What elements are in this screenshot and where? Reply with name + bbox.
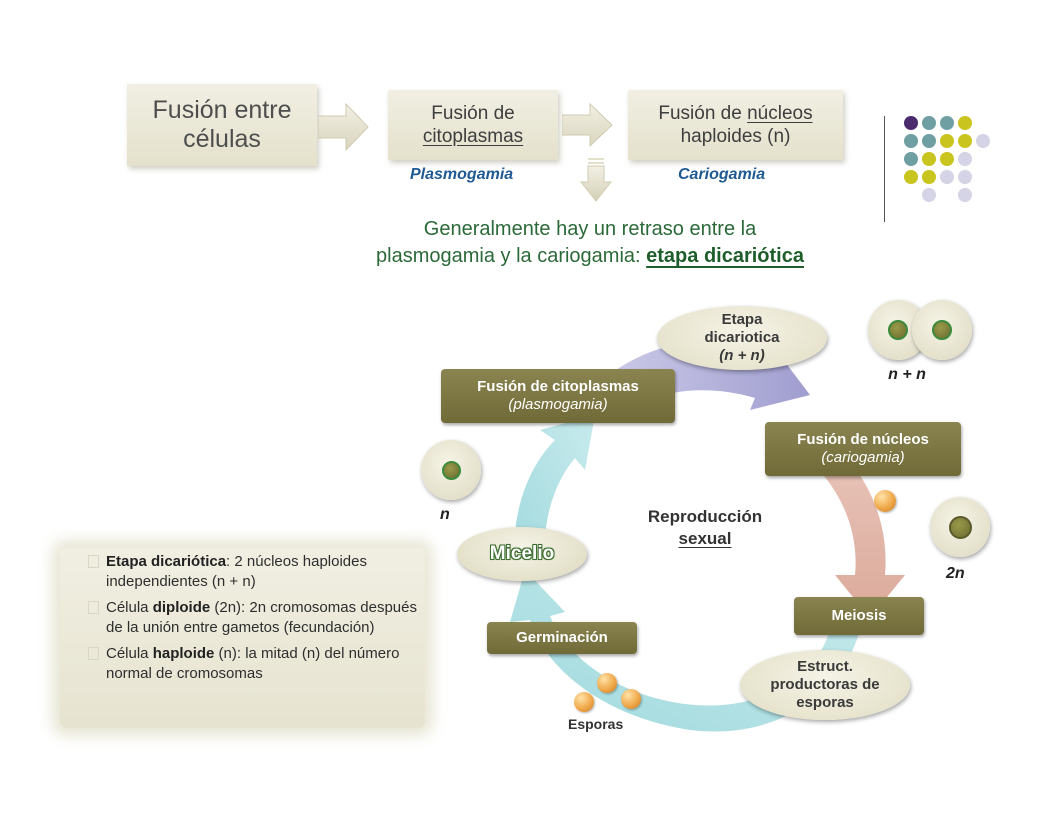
dot-teal bbox=[940, 116, 954, 130]
vertical-divider bbox=[884, 116, 885, 222]
box-fusion-celulas-text: Fusión entre células bbox=[152, 96, 292, 153]
etapa-line1: Etapa bbox=[721, 311, 763, 328]
legend-item1-bold: Etapa dicariótica bbox=[106, 553, 227, 570]
dot-teal bbox=[922, 116, 936, 130]
estruct-line3: esporas bbox=[796, 694, 854, 711]
dot-yellow bbox=[922, 170, 936, 184]
legend-item2-rest: (2n): 2n cromosomas después de la unión … bbox=[106, 599, 417, 636]
nucleus-icon bbox=[888, 320, 908, 340]
oval-etapa-dicariotica: Etapa dicariotica (n + n) bbox=[657, 306, 827, 370]
reproduccion-sexual: Reproducción sexual bbox=[620, 506, 790, 550]
pill-meiosis: Meiosis bbox=[794, 597, 924, 635]
oval-micelio: Micelio bbox=[457, 527, 587, 581]
legend-item2-pre: Célula bbox=[106, 599, 153, 616]
label-n: n bbox=[440, 506, 450, 523]
dot-lavender bbox=[958, 188, 972, 202]
legend-box: Etapa dicariótica: 2 núcleos haploides i… bbox=[60, 548, 425, 728]
delay-line2: plasmogamia y la cariogamia: bbox=[376, 245, 647, 267]
legend-item-dicariotica: Etapa dicariótica: 2 núcleos haploides i… bbox=[88, 552, 425, 592]
cell-haploid-icon bbox=[421, 440, 481, 500]
dot-lavender bbox=[940, 170, 954, 184]
box2-line2: citoplasmas bbox=[422, 126, 524, 147]
etapa-line3: (n + n) bbox=[719, 347, 765, 364]
box-fusion-citoplasmas: Fusión de citoplasmas bbox=[388, 90, 558, 160]
estruct-line1: Estruct. bbox=[797, 658, 853, 675]
estruct-line2: productoras de bbox=[770, 676, 880, 693]
fusion-cito-line2: (plasmogamia) bbox=[508, 396, 608, 413]
pill-fusion-citoplasmas: Fusión de citoplasmas (plasmogamia) bbox=[441, 369, 675, 423]
dot-lavender bbox=[922, 188, 936, 202]
box3-line1a: Fusión de bbox=[658, 103, 748, 124]
cell-right-icon bbox=[912, 300, 972, 360]
dot-yellow bbox=[958, 116, 972, 130]
nucleus-icon bbox=[442, 461, 461, 480]
dot-yellow bbox=[940, 152, 954, 166]
label-cariogamia: Cariogamia bbox=[678, 166, 766, 183]
etapa-line2: dicariotica bbox=[704, 329, 780, 346]
label-plasmogamia: Plasmogamia bbox=[410, 166, 514, 183]
arrow-down-icon bbox=[580, 158, 612, 202]
oval-estruct-esporas: Estruct. productoras de esporas bbox=[740, 650, 910, 720]
pill-fusion-nucleos: Fusión de núcleos (cariogamia) bbox=[765, 422, 961, 476]
dot-teal bbox=[922, 134, 936, 148]
meiosis-label: Meiosis bbox=[831, 607, 887, 624]
germinacion-label: Germinación bbox=[516, 629, 608, 646]
legend-item1-rest: : 2 núcleos haploides independientes (n … bbox=[106, 553, 367, 590]
repro-line1: Reproducción bbox=[647, 507, 763, 526]
nucleus-icon bbox=[932, 320, 952, 340]
dot-yellow bbox=[958, 134, 972, 148]
spore-icon bbox=[597, 673, 617, 693]
box-fusion-celulas: Fusión entre células bbox=[127, 84, 317, 166]
legend-item-haploide: Célula haploide (n): la mitad (n) del nú… bbox=[88, 644, 425, 684]
box3-line1b: núcleos bbox=[747, 103, 813, 124]
dot-purple bbox=[904, 116, 918, 130]
legend-item3-bold: haploide bbox=[152, 645, 215, 662]
delay-highlight: etapa dicariótica bbox=[646, 245, 804, 267]
bullet-icon bbox=[88, 601, 99, 614]
dot-teal bbox=[904, 134, 918, 148]
spore-icon bbox=[574, 692, 594, 712]
box-fusion-nucleos: Fusión de núcleos haploides (n) bbox=[628, 90, 843, 160]
pill-germinacion: Germinación bbox=[487, 622, 637, 654]
bullet-icon bbox=[88, 555, 99, 568]
legend-item-diploide: Célula diploide (2n): 2n cromosomas desp… bbox=[88, 598, 425, 638]
repro-line2: sexual bbox=[678, 529, 732, 548]
dot-yellow bbox=[940, 134, 954, 148]
dot-lavender bbox=[958, 170, 972, 184]
box2-line1: Fusión de bbox=[431, 103, 515, 124]
delay-line1: Generalmente hay un retraso entre la bbox=[423, 218, 757, 240]
micelio-label: Micelio bbox=[489, 543, 555, 564]
dot-lavender bbox=[976, 134, 990, 148]
legend-item2-bold: diploide bbox=[152, 599, 211, 616]
nucleus-icon bbox=[949, 516, 972, 539]
dot-yellow bbox=[904, 170, 918, 184]
box3-line2: haploides (n) bbox=[680, 126, 791, 147]
spore-icon bbox=[874, 490, 896, 512]
dot-lavender bbox=[958, 152, 972, 166]
label-2n: 2n bbox=[946, 565, 965, 582]
fusion-cito-line1: Fusión de citoplasmas bbox=[477, 378, 639, 395]
fusion-nuc-line1: Fusión de núcleos bbox=[797, 431, 929, 448]
dot-teal bbox=[904, 152, 918, 166]
label-esporas: Esporas bbox=[568, 716, 624, 732]
cell-diploid-icon bbox=[930, 497, 990, 557]
spore-icon bbox=[621, 689, 641, 709]
legend-item3-rest: (n): la mitad (n) del número normal de c… bbox=[106, 645, 400, 682]
legend-item3-pre: Célula bbox=[106, 645, 153, 662]
bullet-icon bbox=[88, 647, 99, 660]
delay-text: Generalmente hay un retraso entre la pla… bbox=[300, 216, 880, 270]
label-n-plus-n: n + n bbox=[888, 366, 926, 383]
arrow-right-icon bbox=[318, 102, 369, 152]
arrow-right-icon bbox=[562, 102, 613, 148]
decorative-dots bbox=[900, 114, 990, 204]
dot-yellow bbox=[922, 152, 936, 166]
fusion-nuc-line2: (cariogamia) bbox=[821, 449, 905, 466]
